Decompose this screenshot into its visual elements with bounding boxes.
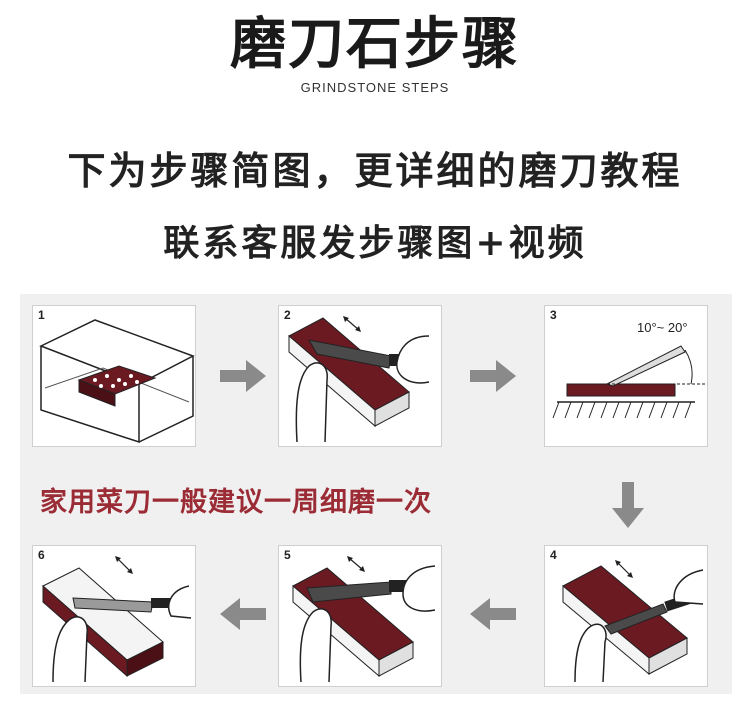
page-subtitle: GRINDSTONE STEPS [300, 80, 450, 95]
page-title: 磨刀石步骤 [230, 12, 520, 77]
step-number: 1 [38, 308, 45, 322]
intro-line-1: 下为步骤简图，更详细的磨刀教程 [67, 148, 683, 193]
step-4-panel: 4 [544, 545, 708, 687]
knife-on-stone-illustration [288, 316, 430, 443]
step-5-panel: 5 [278, 545, 442, 687]
arrow-right-icon [220, 360, 266, 392]
soaking-stone-illustration [39, 319, 195, 444]
arrow-down-icon [612, 482, 644, 528]
step-2-panel: 2 [278, 305, 442, 447]
intro-line-2: 联系客服发步骤图+视频 [163, 222, 587, 264]
arrow-left-icon [220, 598, 266, 630]
step-number: 6 [38, 548, 45, 562]
knife-on-stone-illustration [42, 556, 192, 683]
sharpening-angle-illustration [552, 345, 705, 419]
angle-label: 10°~ 20° [637, 320, 688, 335]
step-number: 5 [284, 548, 291, 562]
step-number: 3 [550, 308, 557, 322]
arrow-right-icon [470, 360, 516, 392]
step-number: 4 [550, 548, 557, 562]
knife-on-stone-illustration [562, 560, 704, 683]
knife-on-stone-illustration [292, 556, 436, 683]
step-6-panel: 6 [32, 545, 196, 687]
frequency-note: 家用菜刀一般建议一周细磨一次 [40, 487, 432, 518]
step-3-panel: 3 10°~ 20° [544, 305, 708, 447]
step-number: 2 [284, 308, 291, 322]
arrow-left-icon [470, 598, 516, 630]
step-1-panel: 1 [32, 305, 196, 447]
